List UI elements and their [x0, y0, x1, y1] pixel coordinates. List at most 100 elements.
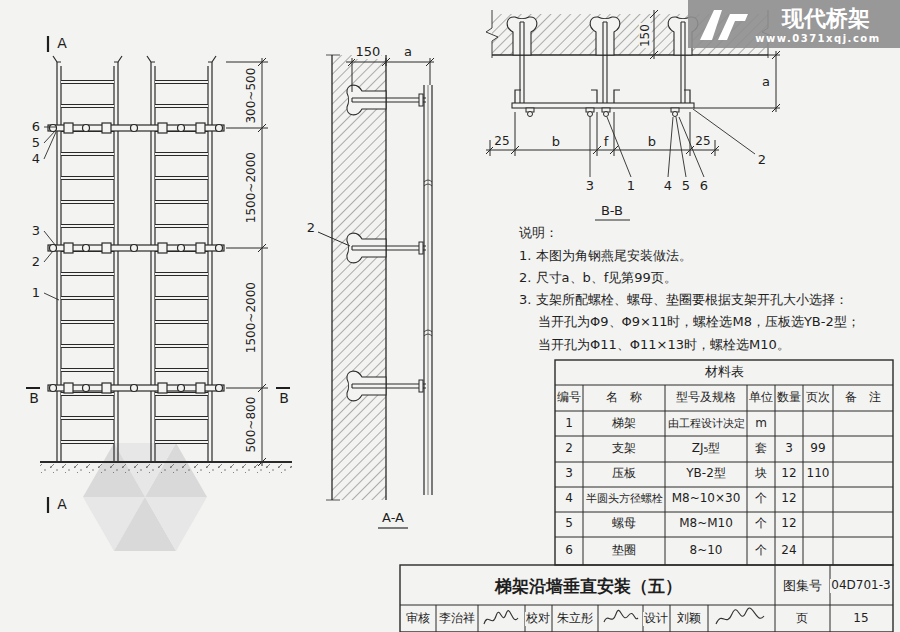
table-cell: 由工程设计决定 [667, 418, 746, 430]
dimension-line [346, 58, 434, 92]
leader-line [595, 219, 630, 220]
table-cell: 压板 [611, 467, 637, 480]
dimension-line [258, 58, 266, 466]
title-block [400, 565, 893, 632]
table-cell: 梯架 [611, 417, 637, 430]
ladder-elevation [57, 62, 212, 462]
callout-number: 3 [585, 179, 595, 193]
note-text: 当开孔为Φ9、Φ9×11时，螺栓选M8，压板选YB-2型； [537, 315, 861, 329]
dimension-line [226, 58, 268, 466]
table-cell: 个 [754, 517, 768, 530]
title-block-text: 图集号 [782, 579, 823, 593]
callout-number: 3 [31, 224, 41, 238]
material-table [555, 360, 893, 565]
title-block-text: 15 [852, 612, 869, 625]
callout-number: 5 [681, 179, 691, 193]
table-cell: YB-2型 [685, 467, 727, 480]
table-cell: M8~10×30 [671, 492, 742, 505]
wall-plan [528, 112, 533, 117]
section-mark: A [56, 497, 68, 512]
ladder-elevation [48, 383, 224, 393]
callout-number: 5 [31, 136, 41, 150]
wall-section [347, 371, 426, 401]
callout-number: 6 [31, 120, 41, 134]
wall-plan [512, 103, 694, 108]
table-cell: 个 [754, 544, 768, 557]
dimension-label: b [551, 135, 561, 149]
table-cell: 24 [780, 544, 797, 557]
wall-plan [526, 108, 679, 117]
wall-section [428, 85, 429, 495]
wall-plan [590, 17, 620, 104]
note-text: 说明： [518, 226, 559, 240]
table-cell: 6 [564, 544, 574, 557]
callout-number: 4 [31, 152, 41, 166]
callout-number: 1 [626, 179, 636, 193]
material-table [555, 360, 893, 565]
callout-number: 1 [31, 286, 41, 300]
callout-number: 2 [31, 255, 41, 269]
table-cell: 12 [780, 517, 797, 530]
ladder-elevation [48, 123, 224, 133]
ladder-elevation [48, 243, 224, 253]
table-header: 编号 [556, 391, 582, 404]
title-block [400, 565, 893, 632]
table-cell: M8~M10 [678, 517, 734, 530]
dimension-label: 150 [638, 24, 651, 49]
dimension-line [486, 112, 719, 156]
note-text: 3. 支架所配螺栓、螺母、垫圈要根据支架开孔大小选择： [518, 293, 849, 307]
table-cell: 个 [754, 492, 768, 505]
table-cell: 5 [564, 517, 574, 530]
ground-line [40, 462, 292, 473]
leader-line [693, 109, 755, 154]
dimension-label: a [761, 75, 771, 89]
table-cell: 4 [564, 492, 574, 505]
table-header: 名 称 [605, 391, 643, 404]
ladder-elevation [155, 78, 208, 458]
table-cell: 支架 [611, 442, 637, 455]
view-title: A-A [381, 511, 405, 525]
wall-plan [492, 54, 768, 55]
note-text: 2. 尺寸a、b、f见第99页。 [518, 271, 678, 285]
table-cell: 12 [780, 492, 797, 505]
signature-mark [604, 610, 638, 622]
leader-line [590, 109, 755, 220]
section-mark: B [28, 391, 40, 406]
table-cell: 99 [809, 442, 826, 455]
dimension-line [378, 527, 408, 528]
wall-plan [673, 112, 678, 117]
wall-section [347, 85, 426, 115]
dimension-label: 25 [694, 135, 711, 148]
title-block-text: 刘颖 [676, 612, 702, 625]
wall-plan [486, 10, 774, 117]
callout-number: 6 [699, 179, 709, 193]
table-cell: 垫圈 [611, 544, 637, 557]
ladder-elevation [61, 78, 114, 458]
ladder-elevation [48, 56, 224, 462]
dimension-label: 300~500 [245, 67, 258, 125]
note-text: 1. 本图为角钢燕尾安装做法。 [518, 249, 693, 263]
wall-section [424, 180, 432, 336]
table-cell: 螺母 [611, 517, 637, 530]
title-block [400, 565, 893, 632]
title-block-text: 校对 [525, 612, 551, 625]
dimension-line [318, 58, 434, 528]
table-cell: 3 [564, 467, 574, 480]
table-cell: 块 [754, 467, 768, 480]
title-block-text: 设计 [643, 612, 669, 625]
wall-section [332, 55, 386, 500]
wall-section [332, 55, 386, 500]
watermark-banner [688, 0, 900, 48]
dimension-label: 25 [493, 135, 510, 148]
table-title: 材料表 [704, 365, 745, 379]
dimension-line [694, 51, 780, 112]
dimension-label: 1500~2000 [245, 281, 258, 354]
dimension-label: a [403, 45, 413, 59]
ladder-elevation [53, 56, 216, 62]
note-text: 当开孔为Φ11、Φ11×13时，螺栓选M10。 [537, 338, 791, 352]
section-mark [26, 36, 290, 513]
title-block [436, 605, 708, 632]
signature-mark [484, 611, 518, 624]
leader-line [44, 127, 59, 300]
